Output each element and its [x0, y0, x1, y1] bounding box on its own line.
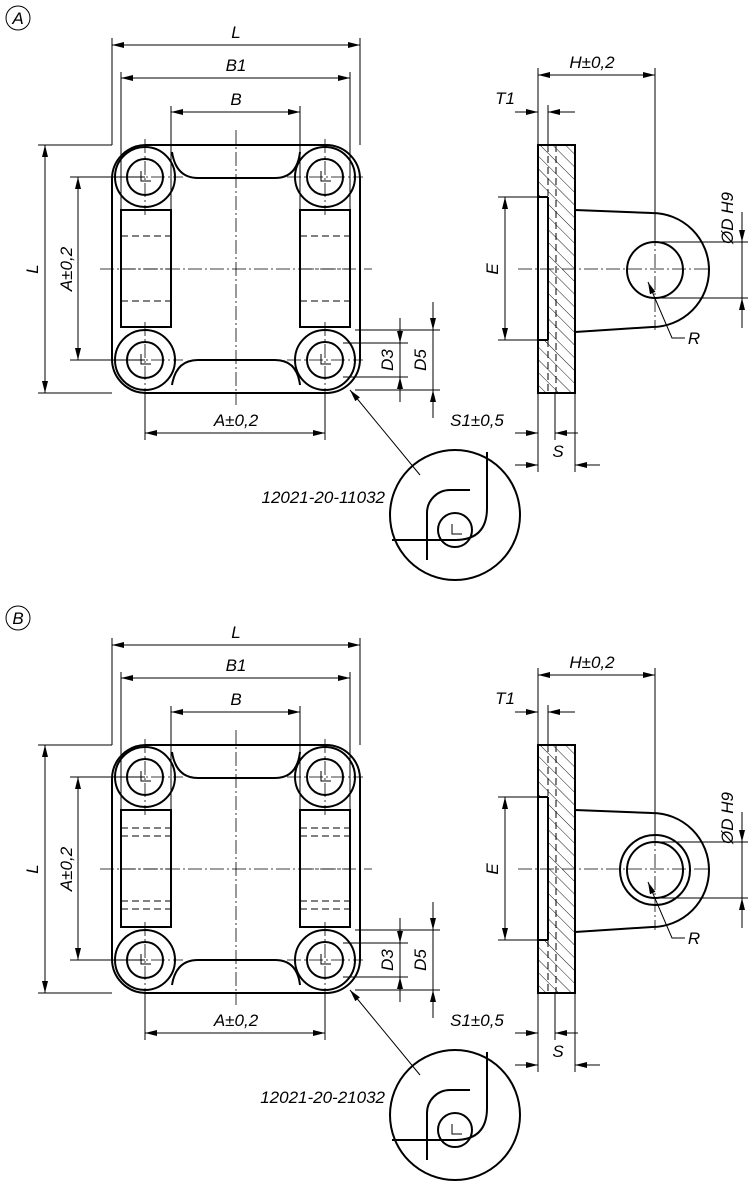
variant-marker-label: A [11, 9, 23, 28]
thread-symbol-icon [140, 954, 151, 965]
label-b1: B1 [226, 56, 247, 75]
label-l-left: L [23, 264, 42, 273]
label-l: L [231, 623, 240, 642]
detail-circle [389, 1049, 521, 1181]
detail-leader [349, 389, 421, 476]
side-slot [120, 209, 172, 328]
label-b: B [230, 90, 241, 109]
lug-outline [574, 809, 710, 933]
label-d3: D3 [378, 949, 397, 971]
detail-counterbore [426, 489, 470, 560]
detail-plate-edge [392, 1052, 488, 1141]
label-s1: S1±0,5 [450, 411, 504, 430]
label-r: R [688, 329, 700, 348]
label-l: L [231, 23, 240, 42]
side-view: H±0,2T1 ØD H9 E R S1±0,5S [450, 53, 748, 472]
radius-leader [647, 881, 685, 939]
label-h: H±0,2 [569, 653, 615, 672]
label-d5: D5 [411, 349, 430, 371]
detail-view [389, 449, 521, 581]
variant-marker-circle [5, 605, 31, 631]
detail-plate-edge [392, 452, 488, 541]
thread-symbol-icon [140, 171, 151, 182]
variant-marker-label: B [12, 609, 23, 628]
detail-circle [389, 449, 521, 581]
part-number-label: 12021-20-21032 [260, 1088, 385, 1107]
thread-symbol-icon [320, 954, 331, 965]
thread-symbol-icon [140, 771, 151, 782]
label-t1: T1 [495, 689, 515, 708]
thread-symbol-icon [320, 171, 331, 182]
thread-symbol-icon [320, 771, 331, 782]
detail-leader [349, 989, 421, 1076]
label-e: E [483, 263, 502, 275]
bottom-recess [171, 959, 301, 986]
thread-symbol-icon [320, 354, 331, 365]
lug-outline [574, 209, 710, 333]
label-e: E [483, 863, 502, 875]
top-recess [171, 151, 301, 179]
label-a-bottom: A±0,2 [213, 1011, 259, 1030]
label-s: S [552, 442, 564, 461]
thread-symbol-icon [140, 354, 151, 365]
label-a-left: A±0,2 [57, 846, 76, 892]
side-slot [299, 809, 351, 928]
detail-counterbore [426, 1089, 470, 1160]
label-s1: S1±0,5 [450, 1011, 504, 1030]
detail-bore [437, 512, 473, 548]
label-a-left: A±0,2 [57, 246, 76, 292]
top-recess [171, 751, 301, 779]
variant-marker-circle [5, 5, 31, 31]
label-d: ØD H9 [718, 791, 737, 845]
spot-face [538, 797, 548, 940]
spot-face [538, 197, 548, 340]
side-slot [299, 209, 351, 328]
label-d5: D5 [411, 949, 430, 971]
label-d: ØD H9 [718, 191, 737, 245]
label-s: S [552, 1042, 564, 1061]
radius-leader [647, 281, 685, 339]
bottom-recess [171, 359, 301, 386]
part-number-label: 12021-20-11032 [261, 488, 385, 507]
side-slot [120, 809, 172, 928]
label-l-left: L [23, 864, 42, 873]
label-r: R [688, 929, 700, 948]
thread-symbol-icon [451, 1124, 462, 1135]
label-a-bottom: A±0,2 [213, 411, 259, 430]
label-b1: B1 [226, 656, 247, 675]
detail-bore [437, 1112, 473, 1148]
label-t1: T1 [495, 89, 515, 108]
side-view: H±0,2T1 ØD H9 E R S1±0,5S [450, 653, 748, 1072]
label-d3: D3 [378, 349, 397, 371]
label-h: H±0,2 [569, 53, 615, 72]
detail-view [389, 1049, 521, 1181]
label-b: B [230, 690, 241, 709]
thread-symbol-icon [451, 524, 462, 535]
